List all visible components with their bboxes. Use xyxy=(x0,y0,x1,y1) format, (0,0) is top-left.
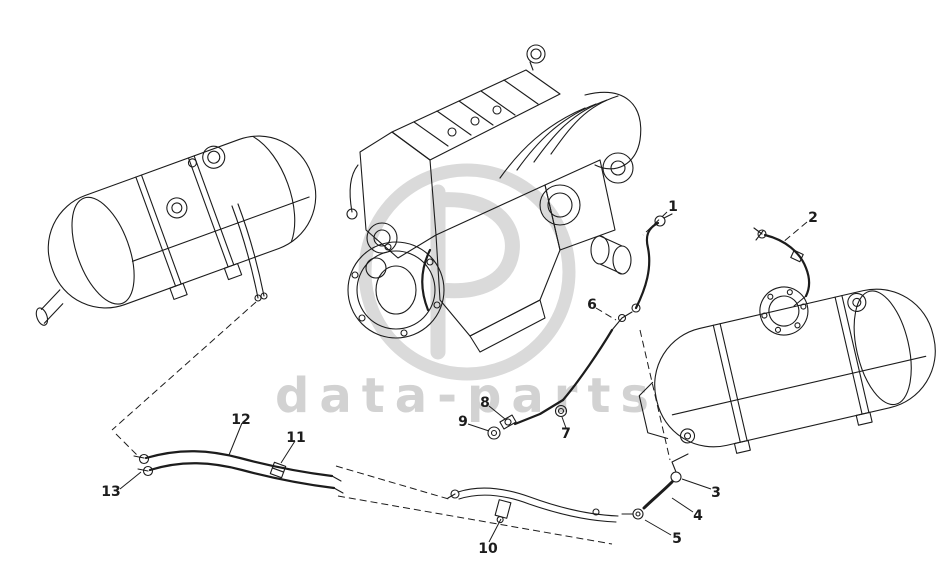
callout-2[interactable]: 2 xyxy=(808,210,818,226)
callout-10[interactable]: 10 xyxy=(478,541,498,557)
banjo-bolt-part-8 xyxy=(499,414,517,430)
fittings-parts-7-8-9 xyxy=(487,398,568,440)
callout-7[interactable]: 7 xyxy=(561,426,571,442)
hose-part-4 xyxy=(642,480,674,510)
right-fuel-tank xyxy=(638,286,936,454)
callout-13[interactable]: 13 xyxy=(101,484,120,500)
connector-part-3 xyxy=(670,471,682,483)
engine-assembly xyxy=(346,44,642,353)
clamp-part-10 xyxy=(494,499,512,524)
fuel-hose-part-1 xyxy=(631,213,673,313)
clip-part-11 xyxy=(269,461,287,479)
watermark-text: data-parts xyxy=(275,368,659,424)
leader-lines xyxy=(119,211,808,543)
watermark-logo xyxy=(358,163,576,381)
callout-11[interactable]: 11 xyxy=(286,430,305,446)
washer-part-9 xyxy=(487,426,501,440)
construction-lines xyxy=(111,301,671,545)
connector-part-6 xyxy=(561,311,633,402)
left-fuel-tank xyxy=(35,135,317,326)
callout-8[interactable]: 8 xyxy=(480,395,490,411)
callout-1[interactable]: 1 xyxy=(668,199,678,215)
fuel-hose-part-2 xyxy=(753,227,811,307)
fuel-pipes-parts-11-12-13 xyxy=(133,450,344,494)
callout-6[interactable]: 6 xyxy=(587,297,597,313)
callout-12[interactable]: 12 xyxy=(231,412,250,428)
callout-5[interactable]: 5 xyxy=(672,531,682,547)
fitting-part-13 xyxy=(138,453,150,465)
fitting-part-5 xyxy=(632,508,644,520)
callout-4[interactable]: 4 xyxy=(693,508,703,524)
fuel-pipe-part-10 xyxy=(447,487,619,524)
callout-9[interactable]: 9 xyxy=(458,414,468,430)
bolt-part-7 xyxy=(554,404,568,418)
callouts: 1 2 3 4 5 6 7 8 9 10 11 12 13 xyxy=(101,199,818,557)
callout-3[interactable]: 3 xyxy=(711,485,721,501)
fittings-parts-3-4-5 xyxy=(621,453,689,520)
